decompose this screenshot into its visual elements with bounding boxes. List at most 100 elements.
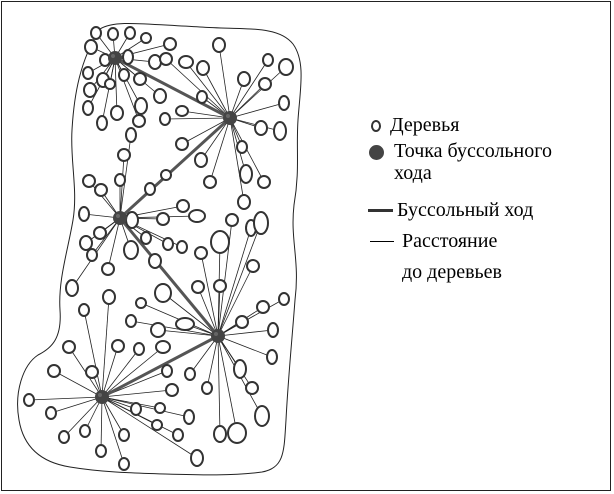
tree [246,259,260,273]
traverse-point-highlight [111,54,115,58]
traverse-segment [114,56,231,120]
legend-item-traverse: Буссольный ход [364,199,533,221]
tree [175,105,189,117]
distance-line [218,44,231,119]
tree [194,246,208,260]
traverse-line-symbol-icon [368,209,393,212]
distance-line [101,348,140,398]
tree [94,183,108,197]
distance-line [157,329,219,337]
traverse-point-highlight [116,214,120,218]
tree [111,339,125,353]
tree [84,39,98,55]
tree [154,402,166,414]
tree [162,237,174,251]
tree [153,88,167,104]
tree [278,58,294,76]
tree [159,112,171,126]
distance-line [101,396,125,436]
tree [235,315,249,329]
tree [210,230,230,254]
distance-line [229,117,245,203]
compass-traverse [101,56,232,399]
distance-line [229,102,285,119]
tree [65,279,79,297]
traverse-point [113,211,127,225]
tree [78,303,90,317]
distance-line [217,329,274,337]
distance-line [164,117,231,120]
tree [118,457,130,471]
distance-line [200,117,231,161]
tree [133,342,145,356]
tree [134,97,148,115]
tree [257,175,271,189]
tree [163,37,177,51]
distance-line [229,59,269,119]
legend-distance-line1: Расстояние [402,230,498,252]
tree [154,283,172,303]
tree [194,152,208,168]
distance-line [114,57,142,107]
distance-line [200,252,219,337]
tree [176,199,190,213]
tree [175,317,195,331]
tree [78,206,90,222]
tree [83,82,97,98]
tree [227,422,247,444]
tree [95,444,107,458]
tree [278,95,290,111]
distance-line [101,396,125,465]
distance-line [189,335,219,375]
tree [58,430,70,444]
distance-line [217,265,254,337]
tree [236,140,248,154]
distance-line [100,396,103,452]
traverse-point-highlight [98,393,102,397]
tree [23,393,35,407]
tree [191,280,205,294]
distance-line [209,117,231,183]
distance-line [101,396,179,436]
distance-line [114,57,118,114]
tree [117,148,131,162]
tree [237,71,251,87]
distance-line [217,335,221,435]
tree [165,383,179,397]
tree [196,90,208,104]
distance-line [202,67,231,119]
tree [267,322,279,338]
tree [237,194,251,210]
tree [47,364,61,378]
tree [254,120,268,136]
plot-boundary [17,22,302,476]
tree [102,289,116,305]
legend-trees-label: Деревья [390,114,460,136]
tree [253,211,269,235]
tree [184,367,196,381]
legend-traverse-point-line2: хода [394,162,432,184]
distance-line [181,117,231,145]
tree [140,32,152,44]
distance-line [197,286,219,337]
trees-layer [23,26,294,471]
tree [176,240,188,254]
distance-line [119,134,132,219]
tree [254,405,270,427]
distance-line [229,66,287,119]
traverse-point-highlight [214,332,218,336]
tree [82,100,94,116]
distance-line [217,222,262,337]
tree [156,212,170,226]
distance-line [217,335,273,358]
tree [183,409,195,425]
tree-symbol-icon [371,120,381,132]
tree [155,340,171,354]
tree [135,297,147,309]
tree [45,406,57,420]
tree [258,77,272,91]
tree [245,381,259,395]
tree [273,121,287,141]
tree [201,381,213,395]
tree [110,105,124,121]
